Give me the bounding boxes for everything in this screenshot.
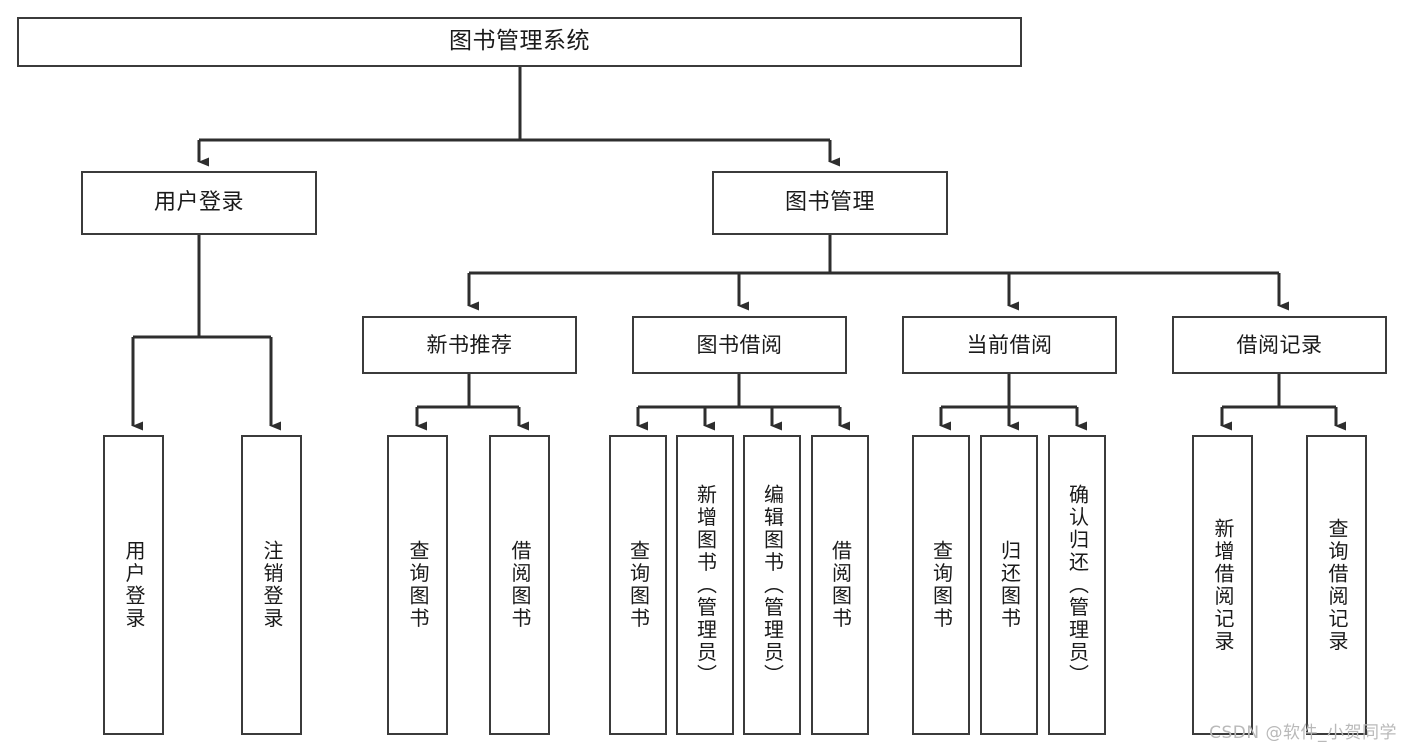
leaf-user-login-sign-out-label: 注销登录 (260, 540, 284, 630)
node-user-login-label: 用户登录 (153, 190, 244, 216)
leaf-book-borrow-query-book-label: 查询图书 (626, 540, 651, 630)
node-user-login[interactable]: 用户登录 (81, 171, 317, 235)
leaf-current-borrow-query-book-label: 查询图书 (929, 540, 954, 630)
node-root-label: 图书管理系统 (449, 28, 590, 55)
leaf-new-book-query-book[interactable]: 查询图书 (387, 435, 448, 735)
leaf-book-borrow-query-book[interactable]: 查询图书 (609, 435, 667, 735)
node-current-borrow[interactable]: 当前借阅 (902, 316, 1117, 374)
leaf-current-borrow-confirm-return-admin-label: 确认归还（管理员） (1065, 483, 1090, 687)
node-current-borrow-label: 当前借阅 (966, 332, 1053, 357)
leaf-book-borrow-edit-book-admin-label: 编辑图书（管理员） (760, 483, 785, 687)
node-borrow-record-label: 借阅记录 (1236, 332, 1323, 357)
leaf-new-book-borrow-book[interactable]: 借阅图书 (489, 435, 550, 735)
node-borrow-record[interactable]: 借阅记录 (1172, 316, 1387, 374)
leaf-current-borrow-confirm-return-admin[interactable]: 确认归还（管理员） (1048, 435, 1106, 735)
leaf-borrow-record-add-record-label: 新增借阅记录 (1211, 517, 1235, 653)
node-root-library-management-system[interactable]: 图书管理系统 (17, 17, 1022, 67)
node-new-book-recommend-label: 新书推荐 (426, 332, 513, 357)
node-new-book-recommend[interactable]: 新书推荐 (362, 316, 577, 374)
leaf-user-login-sign-in-label: 用户登录 (122, 540, 146, 630)
leaf-book-borrow-edit-book-admin[interactable]: 编辑图书（管理员） (743, 435, 801, 735)
leaf-borrow-record-query-record-label: 查询借阅记录 (1325, 517, 1349, 653)
leaf-user-login-sign-out[interactable]: 注销登录 (241, 435, 302, 735)
leaf-borrow-record-add-record[interactable]: 新增借阅记录 (1192, 435, 1253, 735)
leaf-user-login-sign-in[interactable]: 用户登录 (103, 435, 164, 735)
node-book-management-label: 图书管理 (784, 190, 875, 216)
leaf-book-borrow-add-book-admin-label: 新增图书（管理员） (693, 483, 718, 687)
leaf-book-borrow-add-book-admin[interactable]: 新增图书（管理员） (676, 435, 734, 735)
leaf-new-book-query-book-label: 查询图书 (406, 540, 430, 630)
leaf-book-borrow-borrow-book-label: 借阅图书 (828, 540, 853, 630)
leaf-borrow-record-query-record[interactable]: 查询借阅记录 (1306, 435, 1367, 735)
leaf-current-borrow-return-book[interactable]: 归还图书 (980, 435, 1038, 735)
leaf-current-borrow-query-book[interactable]: 查询图书 (912, 435, 970, 735)
leaf-book-borrow-borrow-book[interactable]: 借阅图书 (811, 435, 869, 735)
node-book-borrow-label: 图书借阅 (696, 332, 783, 357)
node-book-management[interactable]: 图书管理 (712, 171, 948, 235)
leaf-new-book-borrow-book-label: 借阅图书 (508, 540, 532, 630)
node-book-borrow[interactable]: 图书借阅 (632, 316, 847, 374)
leaf-current-borrow-return-book-label: 归还图书 (997, 540, 1022, 630)
